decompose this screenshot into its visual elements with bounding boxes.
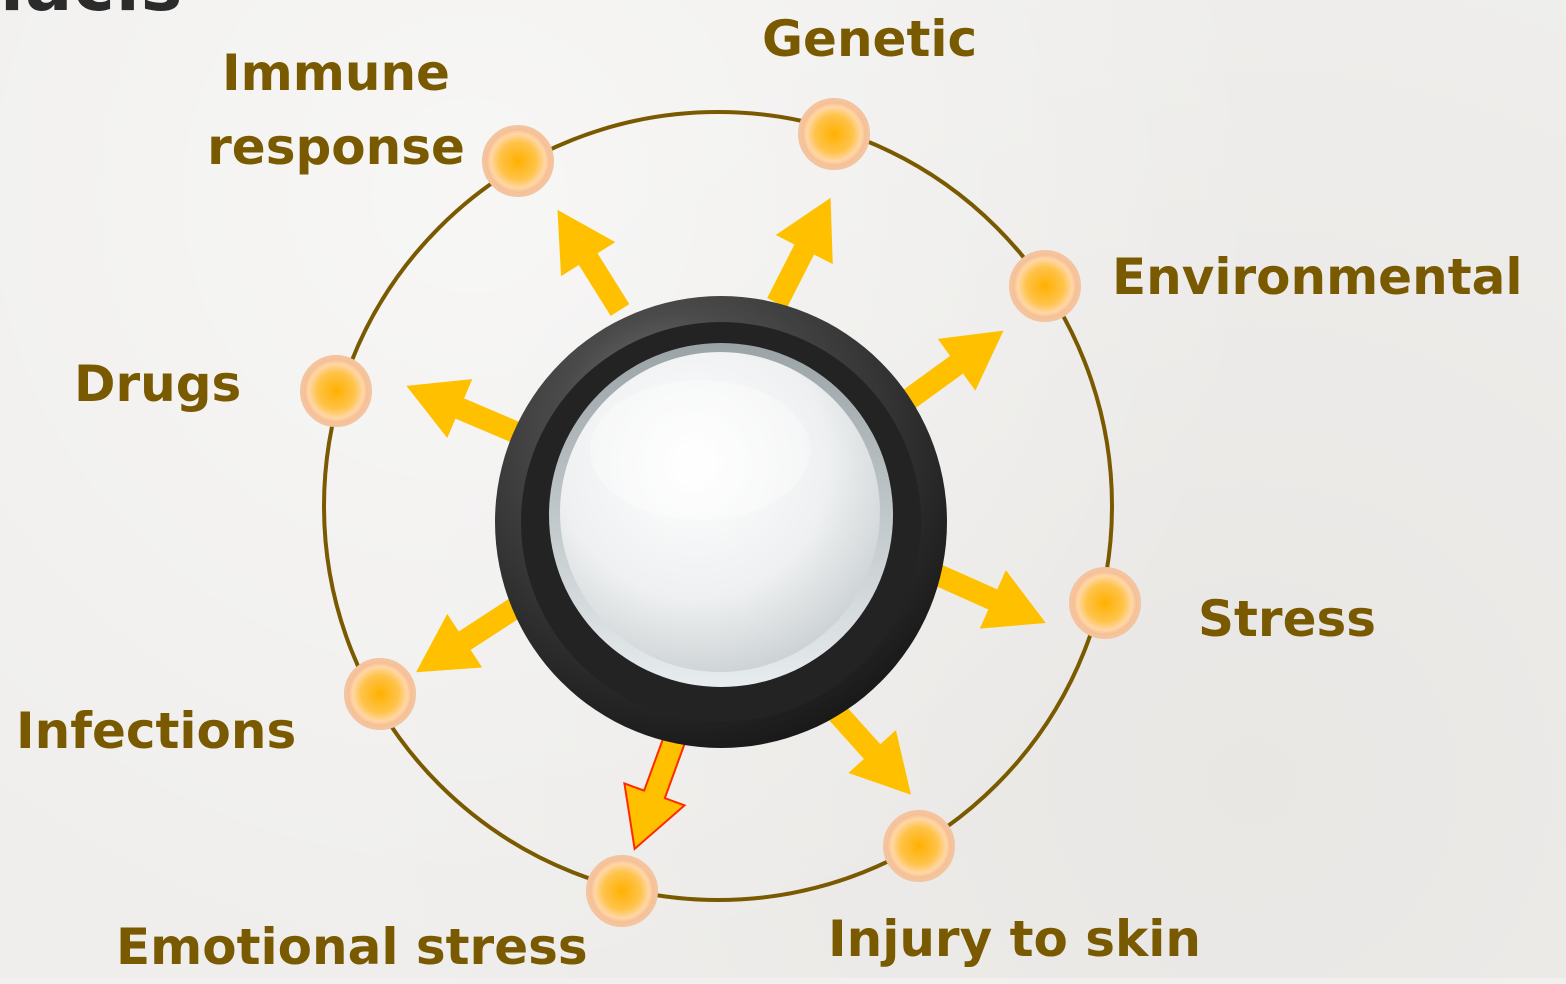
node-genetic <box>800 100 868 168</box>
central-hub <box>495 296 947 748</box>
label-immune-response-line1: Immune <box>198 36 474 110</box>
label-immune-response-line2: response <box>198 110 474 184</box>
label-infections: Infections <box>16 694 296 768</box>
arrow-to-stress <box>925 546 1059 652</box>
label-drugs: Drugs <box>74 347 241 421</box>
arrow-to-genetic <box>748 183 859 317</box>
node-emotional-stress <box>588 857 656 925</box>
node-drugs <box>302 357 370 425</box>
node-injury-to-skin <box>885 812 953 880</box>
label-immune-response: Immune response <box>198 36 474 184</box>
node-environmental <box>1011 252 1079 320</box>
node-infections <box>346 660 414 728</box>
node-stress <box>1071 569 1139 637</box>
label-stress: Stress <box>1198 582 1376 656</box>
arrow-to-immune-response <box>530 193 647 327</box>
label-environmental: Environmental <box>1112 240 1522 314</box>
arrow-to-emotional-stress <box>605 727 705 860</box>
label-injury-to-skin: Injury to skin <box>828 902 1201 976</box>
arrow-to-drugs <box>394 356 528 461</box>
label-genetic: Genetic <box>762 2 977 76</box>
label-emotional-stress: Emotional stress <box>116 910 588 984</box>
node-immune-response <box>484 127 552 195</box>
